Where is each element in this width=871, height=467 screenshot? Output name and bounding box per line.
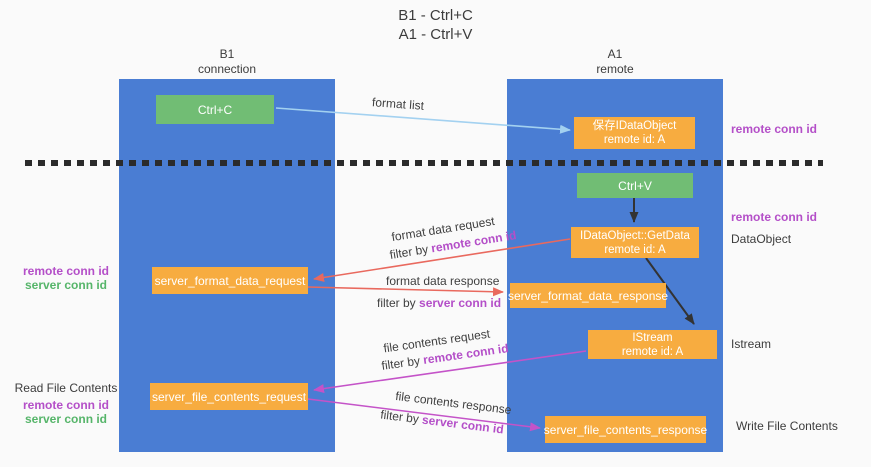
filter-prefix: filter by: [380, 353, 425, 373]
annotation-remote-conn-id-left-bottom: remote conn id: [22, 398, 109, 412]
node-server-format-data-response: server_format_data_response: [508, 283, 668, 308]
filter-keyword-server-conn-id: server conn id: [419, 296, 502, 310]
annotation-group-format-conn-ids: remote conn id server conn id: [18, 264, 114, 292]
node-ctrl-v: Ctrl+V: [577, 173, 693, 198]
annotation-group-read-file-contents: Read File Contents remote conn id server…: [14, 381, 118, 426]
node-server-file-contents-response: server_file_contents_response: [544, 416, 707, 443]
annotation-istream: Istream: [731, 337, 772, 351]
filter-prefix: filter by: [377, 296, 420, 310]
edge-label-filter-server-conn-id-1: filter by server conn id: [377, 296, 501, 310]
diagram-title: B1 - Ctrl+C A1 - Ctrl+V: [0, 6, 871, 44]
node-idataobject-getdata: IDataObject::GetData remote id: A: [571, 227, 699, 258]
edge-label-format-data-response: format data response: [386, 274, 500, 288]
node-save-idataobject: 保存IDataObject remote id: A: [574, 117, 695, 149]
annotation-remote-conn-id-mid-right: remote conn id: [731, 210, 818, 224]
node-istream-line1: IStream: [632, 331, 673, 344]
annotation-server-conn-id-left-top: server conn id: [24, 278, 108, 292]
lane-subtitle-b1: connection: [197, 62, 257, 76]
filter-prefix: filter by: [379, 407, 424, 427]
node-istream: IStream remote id: A: [588, 330, 717, 359]
annotation-remote-conn-id-top-right: remote conn id: [731, 122, 818, 136]
node-idataobject-getdata-line2: remote id: A: [604, 243, 666, 256]
annotation-read-file-contents: Read File Contents: [14, 381, 118, 395]
annotation-server-conn-id-left-bottom: server conn id: [24, 412, 108, 426]
node-server-format-data-request: server_format_data_request: [152, 267, 308, 294]
lane-name-b1: B1: [219, 47, 235, 61]
lane-subtitle-a1: remote: [596, 62, 634, 76]
node-idataobject-getdata-line1: IDataObject::GetData: [580, 229, 690, 242]
node-save-idataobject-line1: 保存IDataObject: [592, 120, 677, 132]
annotation-remote-conn-id-left-top: remote conn id: [22, 264, 109, 278]
title-line-2: A1 - Ctrl+V: [398, 26, 473, 43]
annotation-dataobject: DataObject: [731, 232, 792, 246]
filter-keyword-server-conn-id: server conn id: [421, 412, 505, 437]
node-save-idataobject-line2: remote id: A: [603, 134, 666, 146]
node-ctrl-c: Ctrl+C: [156, 95, 274, 124]
edge-label-format-list: format list: [371, 95, 425, 113]
node-istream-line2: remote id: A: [621, 345, 684, 358]
lane-header-b1: B1 connection: [119, 47, 335, 77]
title-line-1: B1 - Ctrl+C: [398, 7, 473, 24]
filter-prefix: filter by: [388, 241, 433, 262]
annotation-write-file-contents: Write File Contents: [736, 419, 838, 433]
lane-name-a1: A1: [607, 47, 623, 61]
lane-header-a1: A1 remote: [507, 47, 723, 77]
node-server-file-contents-request: server_file_contents_request: [150, 383, 308, 410]
